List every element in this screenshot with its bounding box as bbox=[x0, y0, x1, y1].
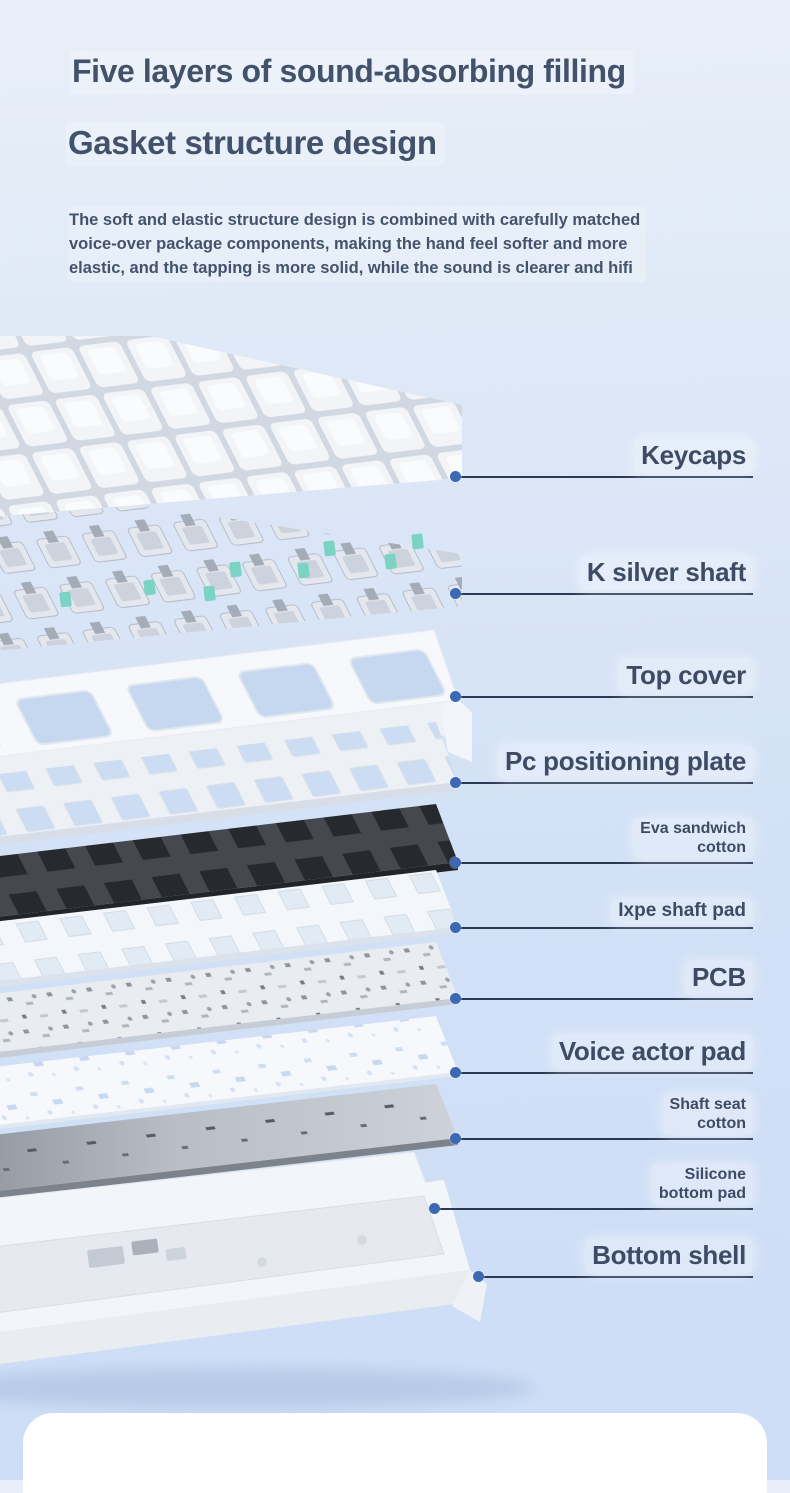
leader-line bbox=[434, 1208, 753, 1210]
callout-label: Pc positioning plate bbox=[497, 745, 753, 779]
leader-line bbox=[455, 862, 753, 864]
description-line: voice-over package components, making th… bbox=[69, 235, 628, 253]
layer-pcb bbox=[0, 942, 458, 1058]
layer-keycaps bbox=[0, 336, 462, 517]
leader-line bbox=[455, 1072, 753, 1074]
leader-dot bbox=[450, 588, 461, 599]
callout-label: Keycaps bbox=[634, 439, 753, 473]
shell-inner-parts bbox=[87, 1235, 367, 1268]
leader-line bbox=[455, 476, 753, 478]
leader-dot bbox=[450, 922, 461, 933]
leader-line bbox=[455, 927, 753, 929]
layer-shaft-seat-cotton bbox=[0, 1084, 458, 1198]
callout-label: Top cover bbox=[619, 659, 753, 693]
layer-pc-positioning-plate bbox=[0, 722, 458, 845]
leader-dot bbox=[450, 993, 461, 1004]
leader-dot bbox=[429, 1203, 440, 1214]
page-subtitle: Gasket structure design bbox=[66, 122, 445, 166]
layer-ixpe-shaft-pad bbox=[0, 870, 458, 987]
leader-dot bbox=[473, 1271, 484, 1282]
callout-label: Bottom shell bbox=[585, 1239, 753, 1273]
leader-dot bbox=[450, 1067, 461, 1078]
callout-label: Voice actor pad bbox=[551, 1035, 753, 1069]
teal-switch-accents bbox=[59, 533, 424, 608]
leader-line bbox=[455, 998, 753, 1000]
leader-dot bbox=[450, 777, 461, 788]
leader-line bbox=[455, 696, 753, 698]
layer-bottom-shell bbox=[0, 1180, 487, 1365]
page-description: The soft and elastic structure design is… bbox=[68, 206, 647, 282]
description-line: elastic, and the tapping is more solid, … bbox=[69, 259, 633, 277]
shell-shadow bbox=[0, 1368, 535, 1408]
leader-dot bbox=[450, 471, 461, 482]
page-title: Five layers of sound-absorbing filling bbox=[70, 51, 634, 94]
callout-label: K silver shaft bbox=[579, 556, 753, 590]
layer-switches bbox=[0, 505, 462, 651]
bottom-card-panel bbox=[23, 1413, 767, 1493]
leader-line bbox=[478, 1276, 753, 1278]
leader-line bbox=[455, 593, 753, 595]
leader-dot bbox=[450, 1133, 461, 1144]
callout-label: PCB bbox=[685, 961, 753, 995]
callout-label: Ixpe shaft pad bbox=[611, 899, 753, 924]
leader-line bbox=[455, 782, 753, 784]
leader-dot bbox=[450, 857, 461, 868]
leader-dot bbox=[450, 691, 461, 702]
layer-voice-actor-pad bbox=[0, 1016, 458, 1129]
leader-line bbox=[455, 1138, 753, 1140]
description-line: The soft and elastic structure design is… bbox=[69, 211, 641, 229]
